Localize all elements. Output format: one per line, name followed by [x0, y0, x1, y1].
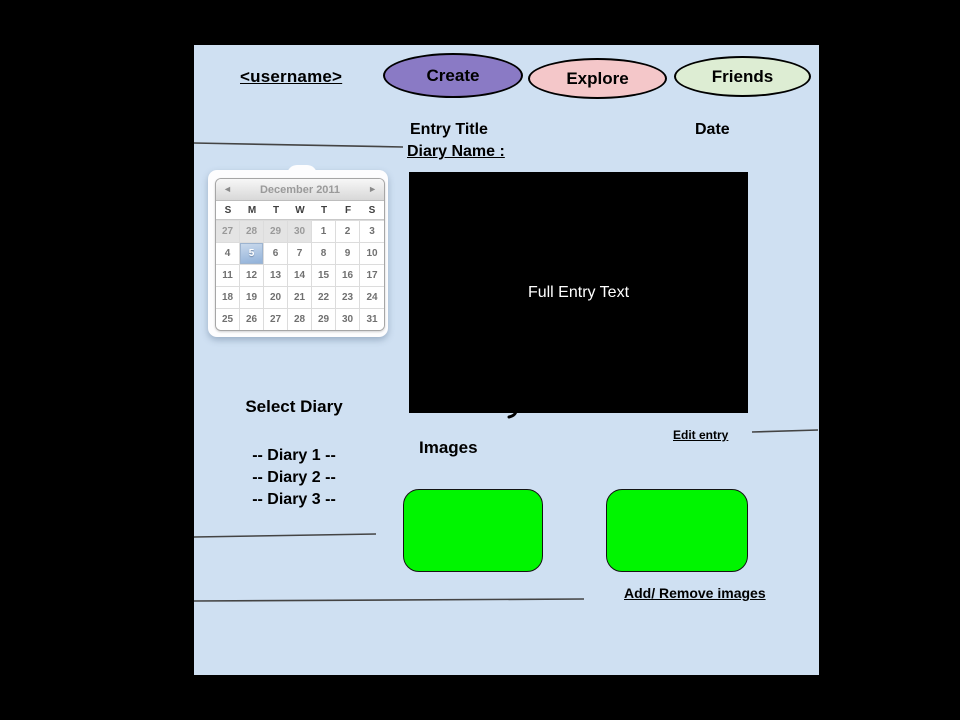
- calendar-month-label: December 2011: [259, 183, 341, 196]
- calendar-day-selected[interactable]: 5: [240, 242, 264, 264]
- calendar-header: ◄ December 2011 ►: [216, 179, 384, 201]
- calendar-next-icon[interactable]: ►: [368, 184, 377, 194]
- nav-explore-button[interactable]: Explore: [528, 58, 667, 99]
- username-link[interactable]: <username>: [240, 67, 343, 86]
- calendar-day[interactable]: 22: [312, 286, 336, 308]
- calendar-weekday: T: [320, 204, 328, 216]
- calendar-weekday: T: [272, 204, 280, 216]
- calendar-day[interactable]: 24: [360, 286, 384, 308]
- calendar-day[interactable]: 20: [264, 286, 288, 308]
- calendar-day[interactable]: 23: [336, 286, 360, 308]
- calendar-weekday: M: [247, 204, 257, 216]
- entry-full-text: Full Entry Text: [527, 283, 630, 301]
- diary-option[interactable]: -- Diary 3 --: [252, 491, 336, 508]
- calendar-day[interactable]: 7: [288, 242, 312, 264]
- calendar-day[interactable]: 8: [312, 242, 336, 264]
- calendar-day[interactable]: 11: [216, 264, 240, 286]
- calendar-day[interactable]: 29: [264, 220, 288, 242]
- calendar-weekday: F: [344, 204, 352, 216]
- add-remove-images-link[interactable]: Add/ Remove images: [624, 585, 766, 601]
- calendar-day[interactable]: 19: [240, 286, 264, 308]
- images-section-label: Images: [419, 438, 478, 457]
- calendar-day[interactable]: 14: [288, 264, 312, 286]
- calendar-popover-arrow: [287, 165, 317, 175]
- diary-option[interactable]: -- Diary 2 --: [252, 469, 336, 486]
- calendar-day[interactable]: 4: [216, 242, 240, 264]
- entry-title-label: Entry Title: [410, 121, 488, 138]
- date-label: Date: [695, 121, 730, 138]
- calendar-day[interactable]: 12: [240, 264, 264, 286]
- calendar-day[interactable]: 27: [264, 308, 288, 330]
- calendar-weekday: S: [368, 204, 376, 216]
- edit-entry-link[interactable]: Edit entry: [673, 428, 729, 442]
- calendar-day[interactable]: 3: [360, 220, 384, 242]
- nav-friends-button[interactable]: Friends: [674, 56, 811, 97]
- calendar-day[interactable]: 21: [288, 286, 312, 308]
- calendar-day[interactable]: 2: [336, 220, 360, 242]
- calendar-day[interactable]: 9: [336, 242, 360, 264]
- entry-text-box: Full Entry Text: [409, 172, 748, 413]
- calendar-day[interactable]: 10: [360, 242, 384, 264]
- calendar-day[interactable]: 31: [360, 308, 384, 330]
- calendar-day[interactable]: 30: [288, 220, 312, 242]
- calendar-day[interactable]: 25: [216, 308, 240, 330]
- calendar-day[interactable]: 1: [312, 220, 336, 242]
- calendar-day[interactable]: 17: [360, 264, 384, 286]
- calendar-day[interactable]: 15: [312, 264, 336, 286]
- calendar-day[interactable]: 6: [264, 242, 288, 264]
- image-placeholder-2[interactable]: [606, 489, 748, 572]
- calendar-weekday: W: [295, 204, 305, 216]
- diary-options-list: -- Diary 1 -- -- Diary 2 -- -- Diary 3 --: [224, 445, 364, 511]
- app-canvas: <username> Create Explore Friends Entry …: [194, 45, 819, 675]
- calendar-day[interactable]: 28: [288, 308, 312, 330]
- calendar-day[interactable]: 30: [336, 308, 360, 330]
- calendar-day[interactable]: 29: [312, 308, 336, 330]
- calendar-day[interactable]: 26: [240, 308, 264, 330]
- calendar-day[interactable]: 28: [240, 220, 264, 242]
- calendar-prev-icon[interactable]: ◄: [223, 184, 232, 194]
- calendar-day[interactable]: 13: [264, 264, 288, 286]
- nav-create-button[interactable]: Create: [383, 53, 523, 98]
- diary-selector: Select Diary -- Diary 1 ---- Diary 2 ---…: [224, 397, 364, 511]
- image-placeholder-1[interactable]: [403, 489, 543, 572]
- calendar-weekday: S: [224, 204, 232, 216]
- diary-option[interactable]: -- Diary 1 --: [252, 447, 336, 464]
- select-diary-label: Select Diary: [245, 397, 343, 416]
- diary-name-label: Diary Name :: [407, 143, 505, 160]
- calendar-day[interactable]: 16: [336, 264, 360, 286]
- calendar-day[interactable]: 18: [216, 286, 240, 308]
- calendar-day[interactable]: 27: [216, 220, 240, 242]
